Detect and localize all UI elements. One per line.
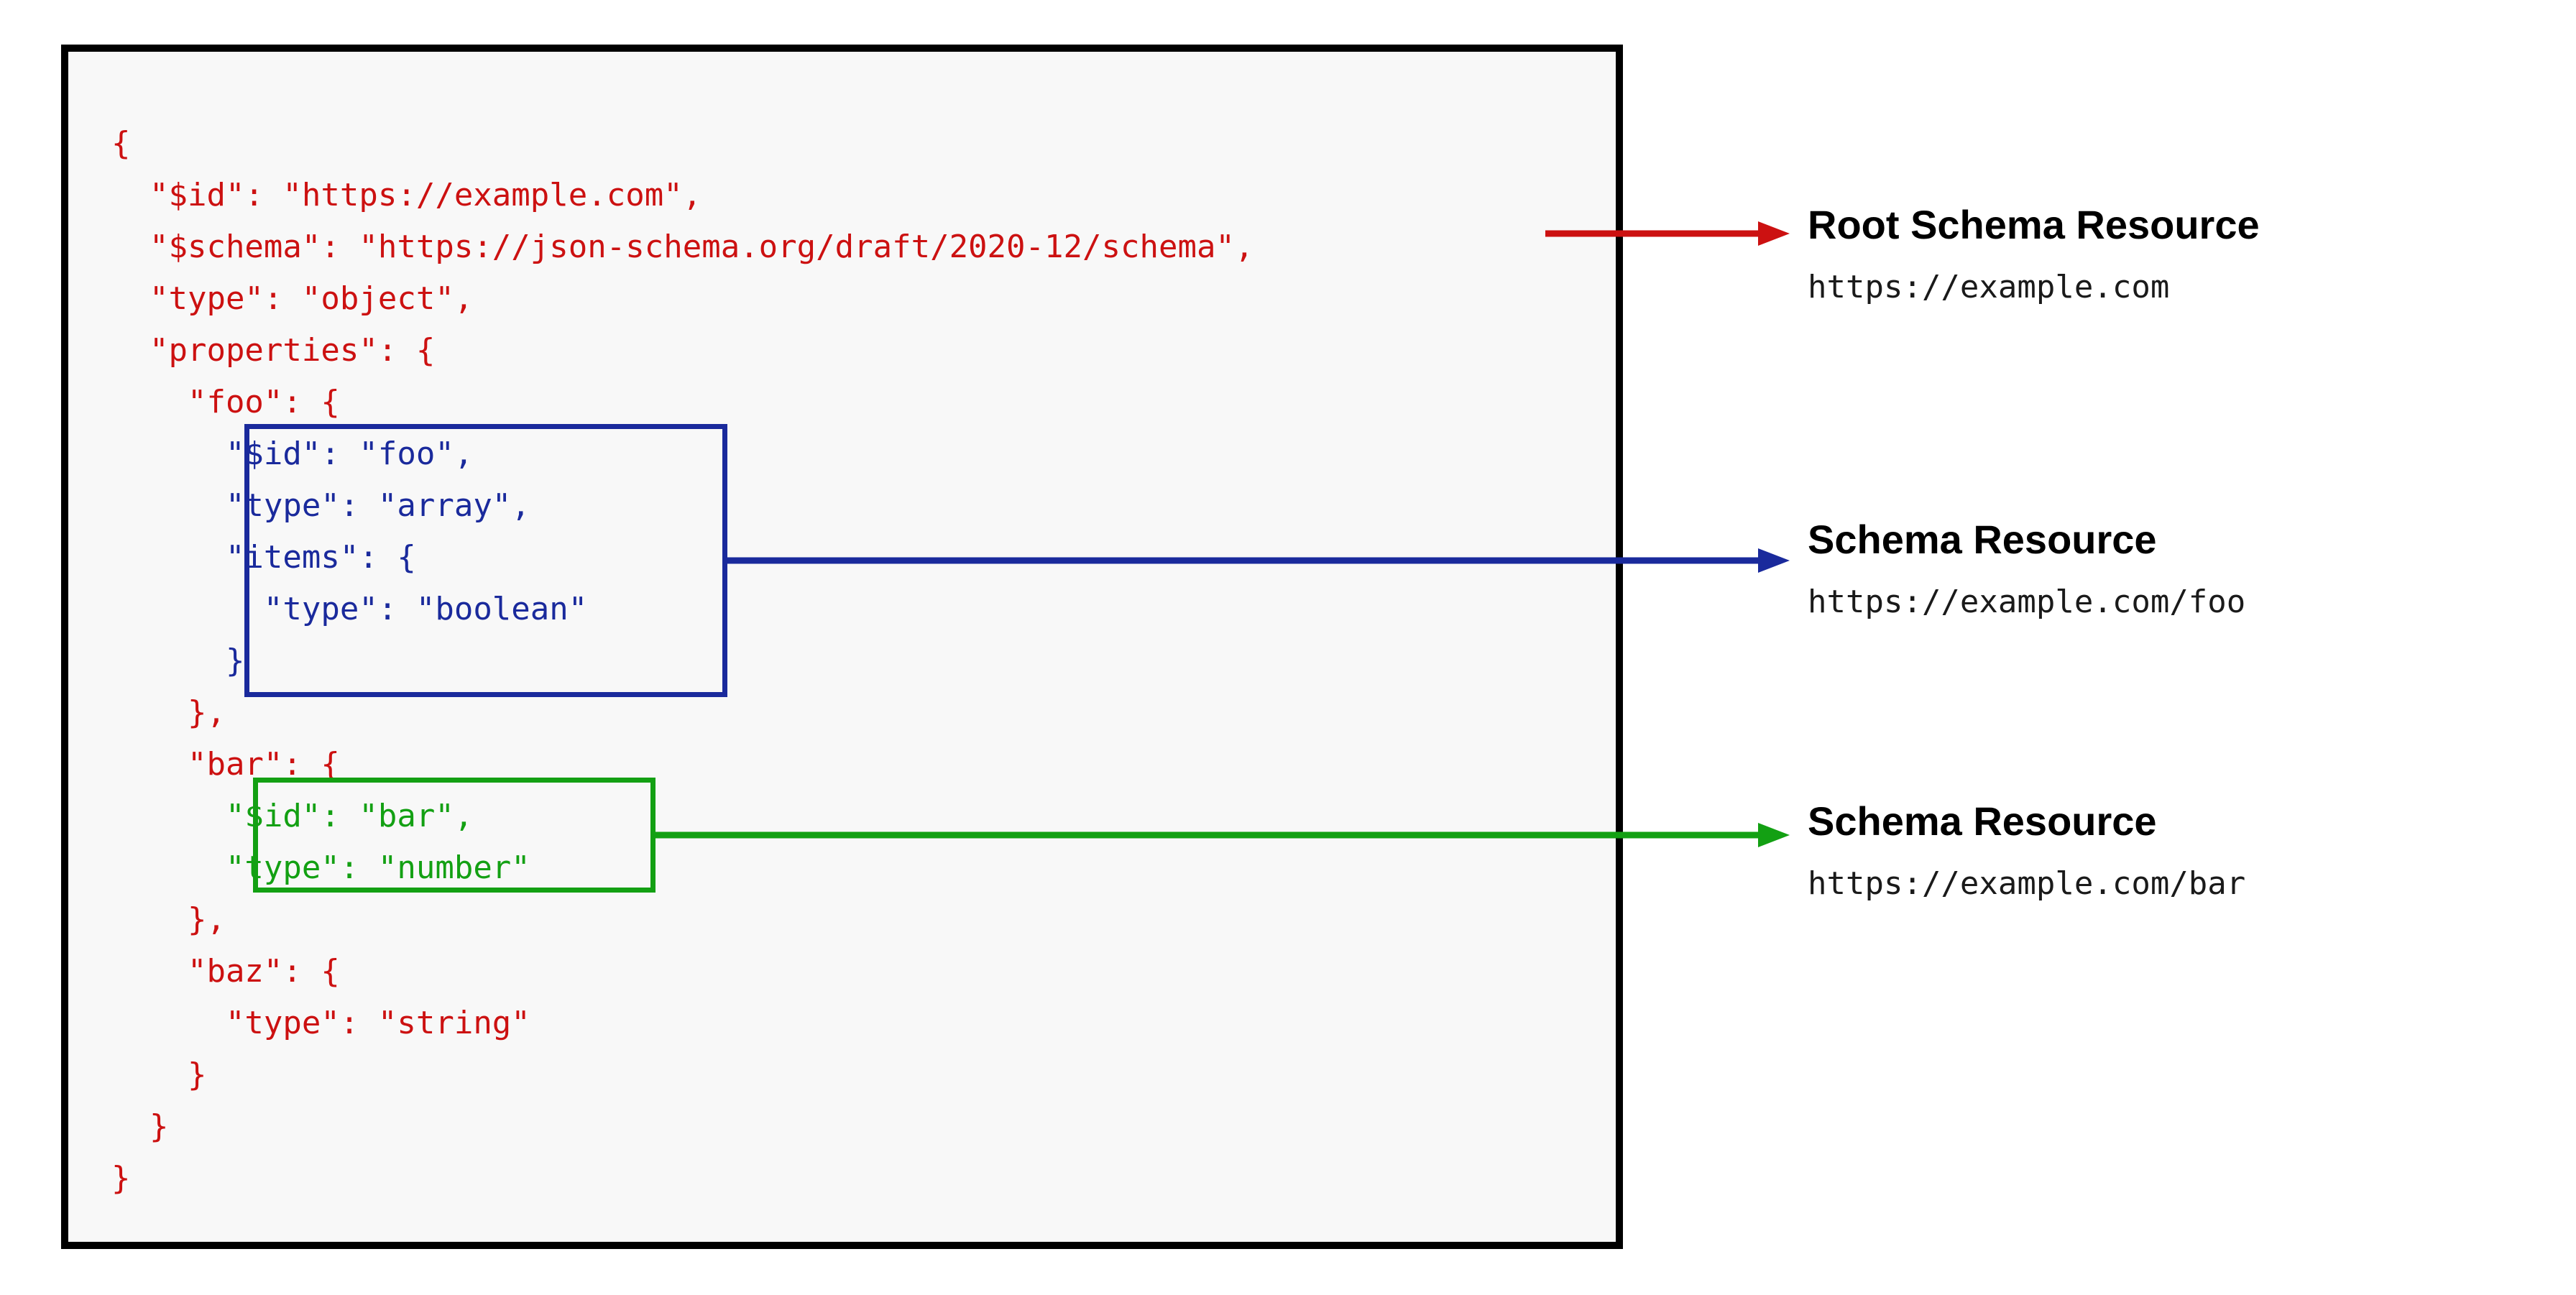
code-line-14: "type": "number" (111, 849, 530, 886)
code-line-7: "type": "array", (111, 487, 530, 524)
code-line-1: "$id": "https://example.com", (111, 177, 702, 213)
code-line-11: }, (111, 694, 226, 731)
code-line-12: "bar": { (111, 746, 340, 783)
root-schema-resource-title: Root Schema Resource (1808, 202, 2260, 247)
code-line-0: { (111, 125, 131, 162)
root-schema-resource-label: Root Schema Resource https://example.com (1808, 201, 2260, 308)
code-line-4: "properties": { (111, 332, 436, 369)
code-line-9: "type": "boolean" (111, 591, 588, 627)
json-schema-code: { "$id": "https://example.com", "$schema… (111, 118, 1254, 1204)
root-schema-resource-uri: https://example.com (1808, 269, 2170, 305)
foo-schema-resource-label: Schema Resource https://example.com/foo (1808, 516, 2245, 622)
code-line-3: "type": "object", (111, 280, 474, 317)
root-schema-arrow (1545, 221, 1790, 246)
code-line-17: "type": "string" (111, 1005, 530, 1041)
code-line-16: "baz": { (111, 953, 340, 990)
code-line-5: "foo": { (111, 384, 340, 420)
code-line-6: "$id": "foo", (111, 435, 474, 472)
bar-schema-arrow (650, 823, 1790, 847)
foo-schema-resource-title: Schema Resource (1808, 517, 2157, 562)
foo-schema-arrow (722, 548, 1790, 573)
code-line-10: } (111, 642, 245, 679)
code-line-20: } (111, 1160, 131, 1197)
code-line-8: "items": { (111, 539, 416, 576)
code-line-13: "$id": "bar", (111, 798, 474, 834)
code-line-18: } (111, 1056, 207, 1093)
json-code-panel: { "$id": "https://example.com", "$schema… (61, 45, 1623, 1249)
code-line-19: } (111, 1108, 169, 1145)
code-line-2: "$schema": "https://json-schema.org/draf… (111, 229, 1254, 265)
bar-schema-resource-label: Schema Resource https://example.com/bar (1808, 798, 2245, 904)
code-line-15: }, (111, 901, 226, 938)
bar-schema-resource-uri: https://example.com/bar (1808, 865, 2246, 902)
foo-schema-resource-uri: https://example.com/foo (1808, 584, 2246, 620)
bar-schema-resource-title: Schema Resource (1808, 798, 2157, 844)
